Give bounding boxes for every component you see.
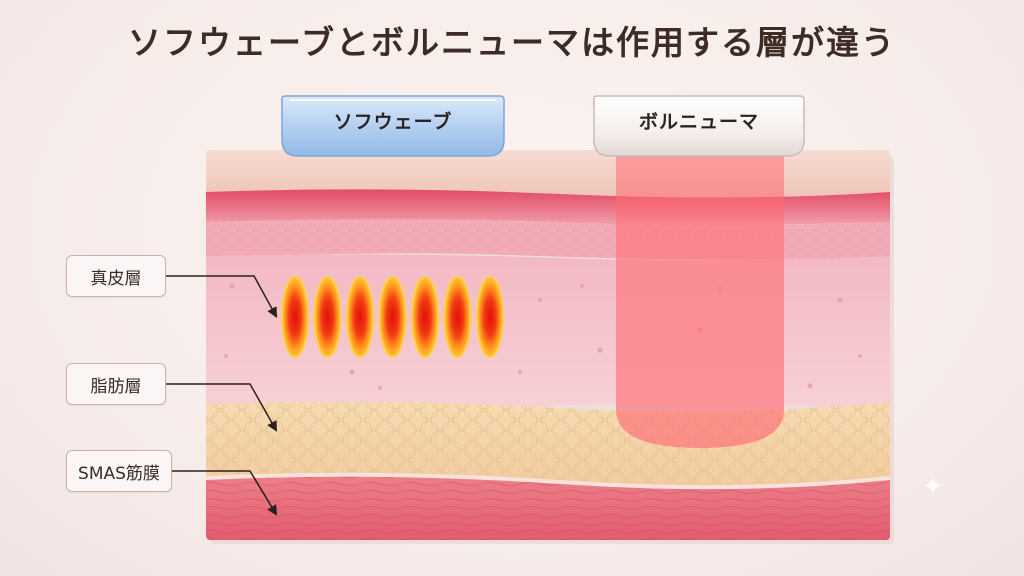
sofwave-probe [281, 95, 505, 157]
sofwave-focal-points [281, 276, 504, 358]
focal-point [313, 276, 342, 358]
fat-arrow [166, 383, 278, 432]
page-title: ソフウェーブとボルニューマは作用する層が違う [127, 23, 897, 62]
smas-layer-label: SMAS筋膜 [66, 450, 172, 492]
dermis-layer-label: 真皮層 [66, 255, 166, 297]
focal-point [411, 276, 439, 358]
fascia-line [206, 472, 890, 490]
focal-point [476, 276, 504, 358]
focal-point [346, 276, 374, 358]
dermis-layer [206, 254, 890, 410]
dermis-arrow [166, 275, 278, 318]
focal-point [281, 276, 309, 358]
focal-point [443, 276, 472, 358]
sparkle-icon: ✦ [922, 472, 944, 502]
volnewmer-label: ボルニューマ [638, 110, 759, 133]
volnewmer-probe [593, 95, 805, 157]
smas-arrow [172, 470, 278, 516]
volnewmer-beam [616, 152, 784, 448]
focal-point [378, 276, 407, 358]
fat-layer-label: 脂肪層 [66, 363, 166, 405]
skin-block [206, 150, 890, 540]
sofwave-label: ソフウェーブ [333, 110, 453, 133]
